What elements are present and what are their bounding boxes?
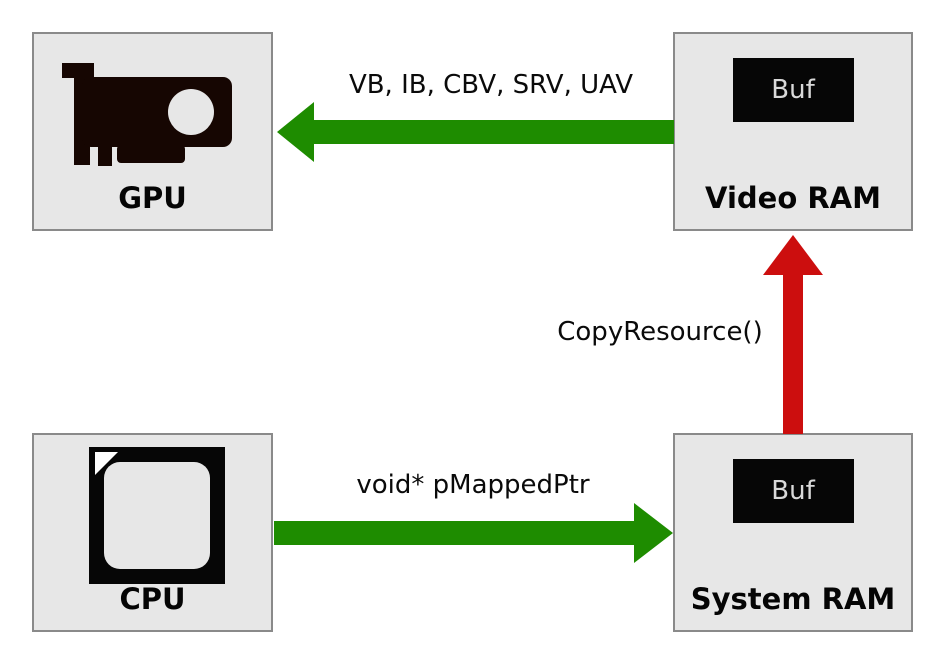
system-ram-label: System RAM	[690, 582, 896, 616]
arrow-cpu-to-sysram	[274, 503, 673, 563]
cpu-label: CPU	[119, 582, 186, 616]
video-ram-node: Buf Video RAM	[673, 32, 913, 231]
arrow-vram-to-gpu	[277, 102, 674, 162]
system-ram-buffer-chip: Buf	[732, 459, 854, 523]
system-ram-buffer-label: Buf	[771, 476, 815, 506]
edge-label-sysram-to-vram: CopyResource()	[557, 317, 763, 347]
cpu-chip-icon	[89, 447, 225, 584]
video-ram-buffer-label: Buf	[771, 75, 815, 105]
edge-label-vram-to-gpu: VB, IB, CBV, SRV, UAV	[348, 70, 634, 100]
gpu-card-icon	[62, 63, 232, 166]
edge-label-cpu-to-sysram: void* pMappedPtr	[356, 470, 590, 500]
system-ram-node: Buf System RAM	[673, 433, 913, 632]
cpu-node: CPU	[32, 433, 273, 632]
video-ram-buffer-chip: Buf	[732, 58, 854, 122]
gpu-label: GPU	[118, 181, 187, 215]
video-ram-label: Video RAM	[705, 181, 881, 215]
gpu-node: GPU	[32, 32, 273, 231]
